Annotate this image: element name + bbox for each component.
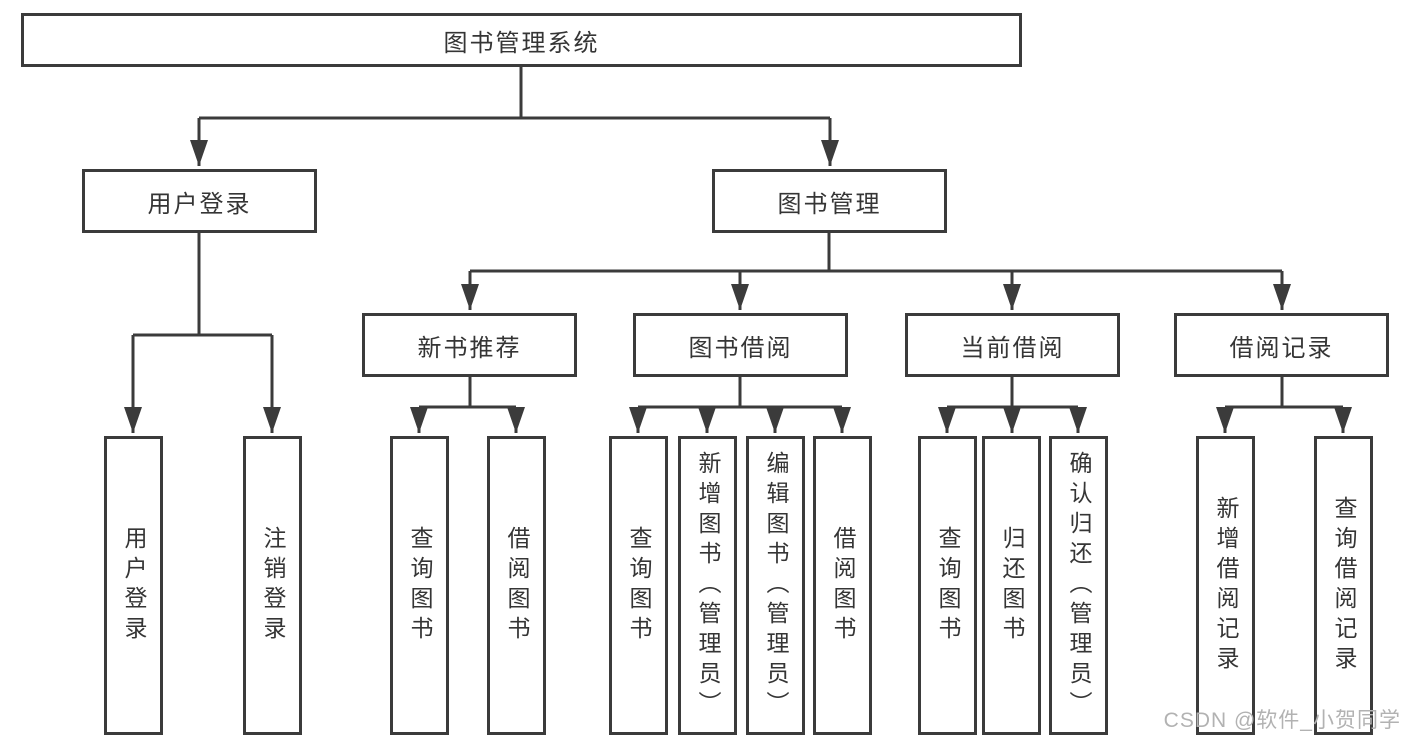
leaf-query-books-newbooks-label: 查询图书 <box>407 525 433 646</box>
node-book-borrowing-label: 图书借阅 <box>688 334 793 362</box>
csdn-watermark: CSDN @软件_小贺同学 <box>1163 709 1401 732</box>
node-borrowing-records: 借阅记录 <box>1174 313 1389 377</box>
leaf-borrow-books-borrowing: 借阅图书 <box>813 436 872 735</box>
node-book-borrowing: 图书借阅 <box>633 313 848 377</box>
leaf-query-borrow-record: 查询借阅记录 <box>1314 436 1373 735</box>
leaf-edit-books-admin: 编辑图书（管理员） <box>746 436 805 735</box>
leaf-add-books-admin: 新增图书（管理员） <box>678 436 737 735</box>
leaf-borrow-books-newbooks: 借阅图书 <box>487 436 546 735</box>
leaf-query-books-current-label: 查询图书 <box>935 525 961 646</box>
leaf-query-books-borrowing: 查询图书 <box>609 436 668 735</box>
leaf-logout-label: 注销登录 <box>260 525 286 646</box>
leaf-query-books-borrowing-label: 查询图书 <box>626 525 652 646</box>
leaf-confirm-return-admin: 确认归还（管理员） <box>1049 436 1108 735</box>
node-new-book-recommend: 新书推荐 <box>362 313 577 377</box>
node-borrowing-records-label: 借阅记录 <box>1229 334 1334 362</box>
node-library-system-label: 图书管理系统 <box>443 29 600 57</box>
leaf-confirm-return-admin-label: 确认归还（管理员） <box>1066 450 1092 721</box>
leaf-user-login-label: 用户登录 <box>121 525 147 646</box>
leaf-add-borrow-record-label: 新增借阅记录 <box>1213 495 1239 676</box>
leaf-borrow-books-borrowing-label: 借阅图书 <box>830 525 856 646</box>
leaf-query-books-newbooks: 查询图书 <box>390 436 449 735</box>
leaf-query-borrow-record-label: 查询借阅记录 <box>1331 495 1357 676</box>
leaf-borrow-books-newbooks-label: 借阅图书 <box>504 525 530 646</box>
leaf-return-books-label: 归还图书 <box>999 525 1025 646</box>
node-new-book-recommend-label: 新书推荐 <box>417 334 522 362</box>
leaf-edit-books-admin-label: 编辑图书（管理员） <box>763 450 789 721</box>
node-book-management: 图书管理 <box>712 169 947 233</box>
node-user-login-label: 用户登录 <box>147 190 252 218</box>
node-current-borrowing: 当前借阅 <box>905 313 1120 377</box>
node-library-system: 图书管理系统 <box>21 13 1022 67</box>
leaf-user-login: 用户登录 <box>104 436 163 735</box>
node-book-management-label: 图书管理 <box>777 190 882 218</box>
node-user-login: 用户登录 <box>82 169 317 233</box>
leaf-add-books-admin-label: 新增图书（管理员） <box>695 450 721 721</box>
node-current-borrowing-label: 当前借阅 <box>960 334 1065 362</box>
leaf-add-borrow-record: 新增借阅记录 <box>1196 436 1255 735</box>
leaf-return-books: 归还图书 <box>982 436 1041 735</box>
leaf-query-books-current: 查询图书 <box>918 436 977 735</box>
leaf-logout: 注销登录 <box>243 436 302 735</box>
